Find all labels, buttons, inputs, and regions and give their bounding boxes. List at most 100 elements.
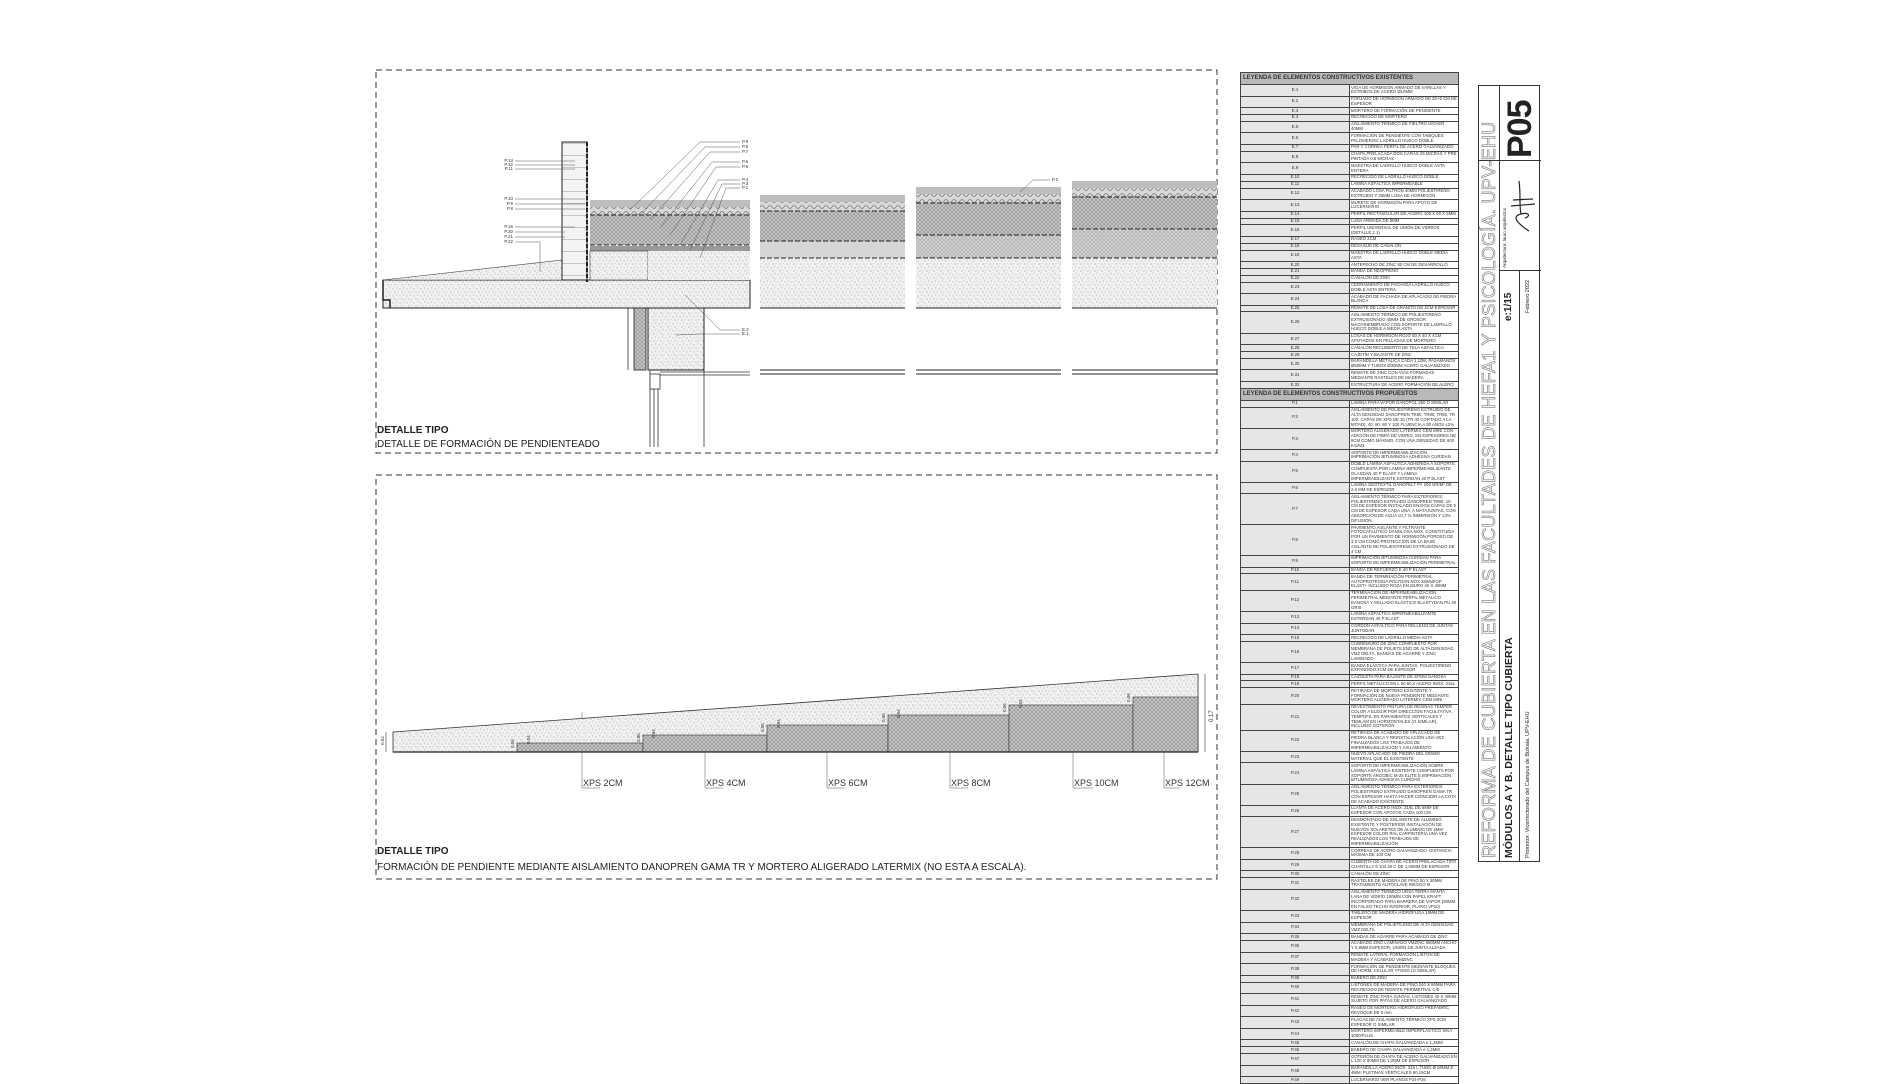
legend-description: BANDAS DE AGARRE PARA ACABADO DE ZINC xyxy=(1349,933,1459,941)
top-detail-subtitle: DETALLE DE FORMACIÓN DE PENDIENTEADO xyxy=(377,439,600,450)
legend-code: P.49 xyxy=(1240,1076,1350,1084)
legend-code: E.6 xyxy=(1240,132,1350,145)
dimension-label: 0.04 xyxy=(526,735,531,744)
legend-description: RETIRADA DE ACABADO DE APLACADO DE PIEDR… xyxy=(1349,729,1459,752)
legend-description: PAR Y CORREA PERFIL DE ACERO GALVANIZADO xyxy=(1349,143,1459,152)
legend-description: CAJETÍN Y BAJANTE DE ZINC xyxy=(1349,351,1459,359)
parapet-wall xyxy=(561,141,588,281)
slope-mortar-left xyxy=(382,259,563,281)
roof-layers-segment-1 xyxy=(589,200,750,281)
legend-description: RECRECIDO DE LADRILLO MEDIA ASTA xyxy=(1349,634,1459,642)
roof-layers-segment-3 xyxy=(916,187,1061,375)
legend-code: P.29 xyxy=(1240,858,1350,872)
legend-code: E.20 xyxy=(1240,261,1350,269)
legend-code: P.15 xyxy=(1240,634,1350,642)
legend-code: E.25 xyxy=(1240,304,1350,313)
legend-description: CANALÓN RECUBIERTO DE TELA ASFÁLTICA xyxy=(1349,344,1459,353)
xps-step-6cm xyxy=(766,724,889,753)
dimension-label: 0.04 xyxy=(380,736,385,745)
legend-description: CHAPA PRELACADA DOS CARAS 25 MICRAS Y PR… xyxy=(1349,150,1459,164)
legend-code: P.13 xyxy=(1240,610,1350,624)
legend-code: E.2 xyxy=(1240,95,1350,109)
sheet-code: P05 xyxy=(1501,100,1539,159)
legend-description: CANALÓN DE CHAPA GALVANIZADA e 1,2MM xyxy=(1349,1039,1459,1048)
legend-code: P.47 xyxy=(1240,1053,1350,1066)
legend-code: E.9 xyxy=(1240,162,1350,175)
legend-description: IMPRIMACIÓN BITUMINOSA CURIDAN PARA SOPO… xyxy=(1349,554,1459,568)
legend-code: P.9 xyxy=(1240,554,1350,568)
legend-description: FORJADO DE HORMIGÓN ARMADO DE 20+5 CM DE… xyxy=(1349,95,1459,109)
legend-code: P.4 xyxy=(1240,449,1350,462)
leader-label: P.9 xyxy=(742,139,749,144)
legend-code: P.39 xyxy=(1240,974,1350,983)
legend-description: MAESTRA DE LADRILLO HUECO DOBLE ASTA ENT… xyxy=(1349,162,1459,175)
project-title: REFORMA DE CUBIERTA EN LAS FACULTADES DE… xyxy=(1479,86,1500,861)
legend-description: AISLAMIENTO TÉRMICO PARA EXTERIORES: POL… xyxy=(1349,493,1459,526)
date-label: Febrero 2022 xyxy=(1525,279,1531,313)
legend-code: P.24 xyxy=(1240,762,1350,785)
roof-layers-segment-4 xyxy=(1072,181,1217,375)
legend-description: BANDA DE REFUERZO E 40 P ELAST xyxy=(1349,566,1459,575)
legend-code: E.3 xyxy=(1240,107,1350,115)
dimension-label: 0.06 xyxy=(510,739,515,748)
sheet-title: MÓDULOS A Y B. DETALLE TIPO CUBIERTA xyxy=(1503,637,1515,858)
signature-icon xyxy=(1510,180,1536,232)
legend-code: P.25 xyxy=(1240,783,1350,806)
legend-code: P.6 xyxy=(1240,481,1350,495)
legend-code: P.5 xyxy=(1240,460,1350,483)
legend-code: P.11 xyxy=(1240,573,1350,591)
legend-description: CORDÓN ASFÁLTICO PARA RELLENO DE JUNTAS … xyxy=(1349,622,1459,636)
legend-description: MURETE DE HORMIGÓN PARA APOYO DE LUCERNA… xyxy=(1349,199,1459,212)
legend-code: P.23 xyxy=(1240,750,1350,764)
top-detail-title: DETALLE TIPO xyxy=(377,425,449,436)
legend-description: LUCERNARIO VER PLANOS P24-P26 xyxy=(1349,1076,1459,1084)
xps-label-2cm: XPS 2CM xyxy=(583,778,623,788)
legend-code: E.18 xyxy=(1240,242,1350,251)
legend-description: PLACAS DE AISLAMIENTO TÉRMICO XPS 3CM ES… xyxy=(1349,1016,1459,1029)
legend-code: E.29 xyxy=(1240,351,1350,359)
leader-label: P.11 xyxy=(505,166,514,171)
legend-code: E.23 xyxy=(1240,281,1350,295)
legend-code: P.30 xyxy=(1240,870,1350,879)
dimension-label: 0.17 xyxy=(1209,710,1215,722)
legend-code: P.28 xyxy=(1240,847,1350,860)
legend-description: ACABADO DE FACHADA DE APLACADO DE PIEDRA… xyxy=(1349,293,1459,306)
leader-label: P.8 xyxy=(742,144,749,149)
leader-label: P.13 xyxy=(504,158,513,163)
legend-code: E.21 xyxy=(1240,267,1350,276)
legend-description: BANDA DE TERMINACIÓN PERIMETRAL AUTOPROT… xyxy=(1349,573,1459,591)
leader-label: P.21 xyxy=(504,234,513,239)
legend-section-title: LEYENDA DE ELEMENTOS CONSTRUCTIVOS EXIST… xyxy=(1240,72,1459,85)
legend-code: P.45 xyxy=(1240,1039,1350,1048)
xps-label-12cm: XPS 12CM xyxy=(1165,778,1210,788)
legend-code: E.8 xyxy=(1240,150,1350,164)
legend-description: BANDA DE NEOPRENO xyxy=(1349,267,1459,276)
